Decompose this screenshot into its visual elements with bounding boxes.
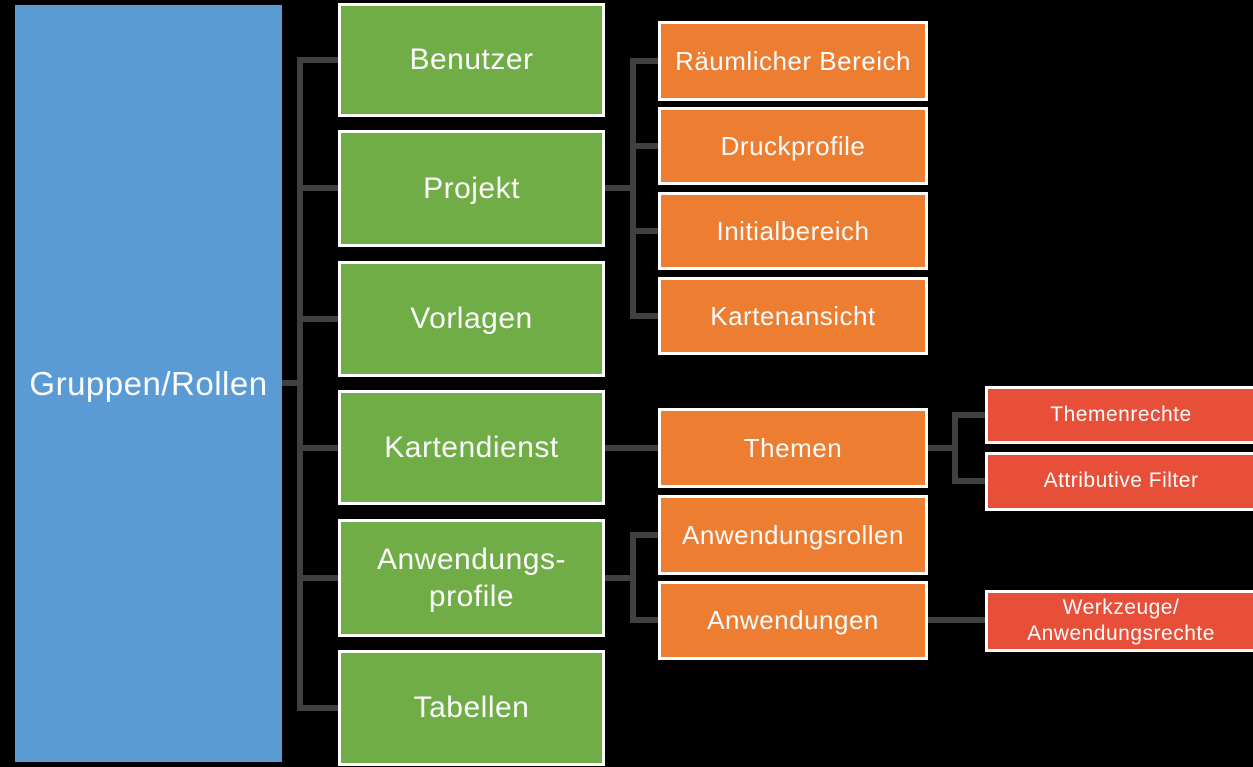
node-label: Themen <box>743 432 843 463</box>
connector-stub-anwendungsprofile <box>297 575 338 581</box>
node-projekt: Projekt <box>338 130 605 247</box>
connector-trunk-projekt <box>630 58 636 319</box>
node-label: Kartendienst <box>384 430 559 464</box>
node-anwendungsrollen: Anwendungsrollen <box>658 495 928 575</box>
node-label: Kartenansicht <box>710 300 876 331</box>
connector-stub-themenrechte <box>952 412 985 418</box>
connector-stub-projekt <box>297 185 338 191</box>
node-label: Benutzer <box>409 43 534 77</box>
node-label: Initialbereich <box>716 215 870 246</box>
connector-anwendungsprofile-out <box>605 575 636 581</box>
node-benutzer: Benutzer <box>338 3 605 117</box>
node-anwendungen: Anwendungen <box>658 581 928 660</box>
node-anwendungsprofile: Anwendungs- profile <box>338 519 605 637</box>
connector-projekt-out <box>605 185 636 191</box>
connector-themen-out <box>928 445 958 451</box>
node-label: Werkzeuge/ Anwendungsrechte <box>1027 595 1215 645</box>
connector-kartendienst-themen <box>605 445 658 451</box>
node-werkzeuge-anwendungsrechte: Werkzeuge/ Anwendungsrechte <box>985 590 1253 652</box>
node-tabellen: Tabellen <box>338 650 605 766</box>
node-label: Projekt <box>423 171 520 205</box>
connector-stub-benutzer <box>297 57 338 63</box>
connector-stub-attributive-filter <box>952 478 985 484</box>
node-gruppen-rollen: Gruppen/Rollen <box>15 5 282 762</box>
node-druckprofile: Druckprofile <box>658 107 928 185</box>
connector-stub-druckprofile <box>630 143 658 149</box>
connector-stub-anwendungen <box>630 617 658 623</box>
connector-trunk-anwendungsprofile <box>630 532 636 623</box>
node-label: Gruppen/Rollen <box>29 364 268 402</box>
node-attributive-filter: Attributive Filter <box>985 452 1253 511</box>
node-kartenansicht: Kartenansicht <box>658 277 928 355</box>
connector-stub-initialbereich <box>630 228 658 234</box>
connector-root-stub <box>275 380 303 386</box>
node-label: Attributive Filter <box>1043 469 1199 493</box>
node-label: Vorlagen <box>410 302 533 336</box>
connector-stub-anwendungsrollen <box>630 532 658 538</box>
connector-stub-kartenansicht <box>630 313 658 319</box>
node-label: Räumlicher Bereich <box>675 45 911 76</box>
connector-trunk-themen <box>952 412 958 484</box>
node-kartendienst: Kartendienst <box>338 390 605 505</box>
node-raeumlicher-bereich: Räumlicher Bereich <box>658 21 928 101</box>
connector-stub-raeumlicher-bereich <box>630 58 658 64</box>
node-themen: Themen <box>658 408 928 488</box>
connector-anwendungen-werkzeuge <box>928 617 985 623</box>
node-vorlagen: Vorlagen <box>338 261 605 377</box>
node-label: Anwendungsrollen <box>682 519 904 550</box>
node-label: Themenrechte <box>1050 402 1192 426</box>
node-label: Tabellen <box>413 691 530 725</box>
connector-stub-vorlagen <box>297 316 338 322</box>
connector-stub-kartendienst <box>297 445 338 451</box>
node-initialbereich: Initialbereich <box>658 192 928 270</box>
node-themenrechte: Themenrechte <box>985 386 1253 444</box>
node-label: Anwendungen <box>707 605 879 636</box>
connector-stub-tabellen <box>297 705 338 711</box>
connector-trunk-level1 <box>297 57 303 711</box>
node-label: Druckprofile <box>720 130 866 161</box>
node-label: Anwendungs- profile <box>377 542 566 614</box>
